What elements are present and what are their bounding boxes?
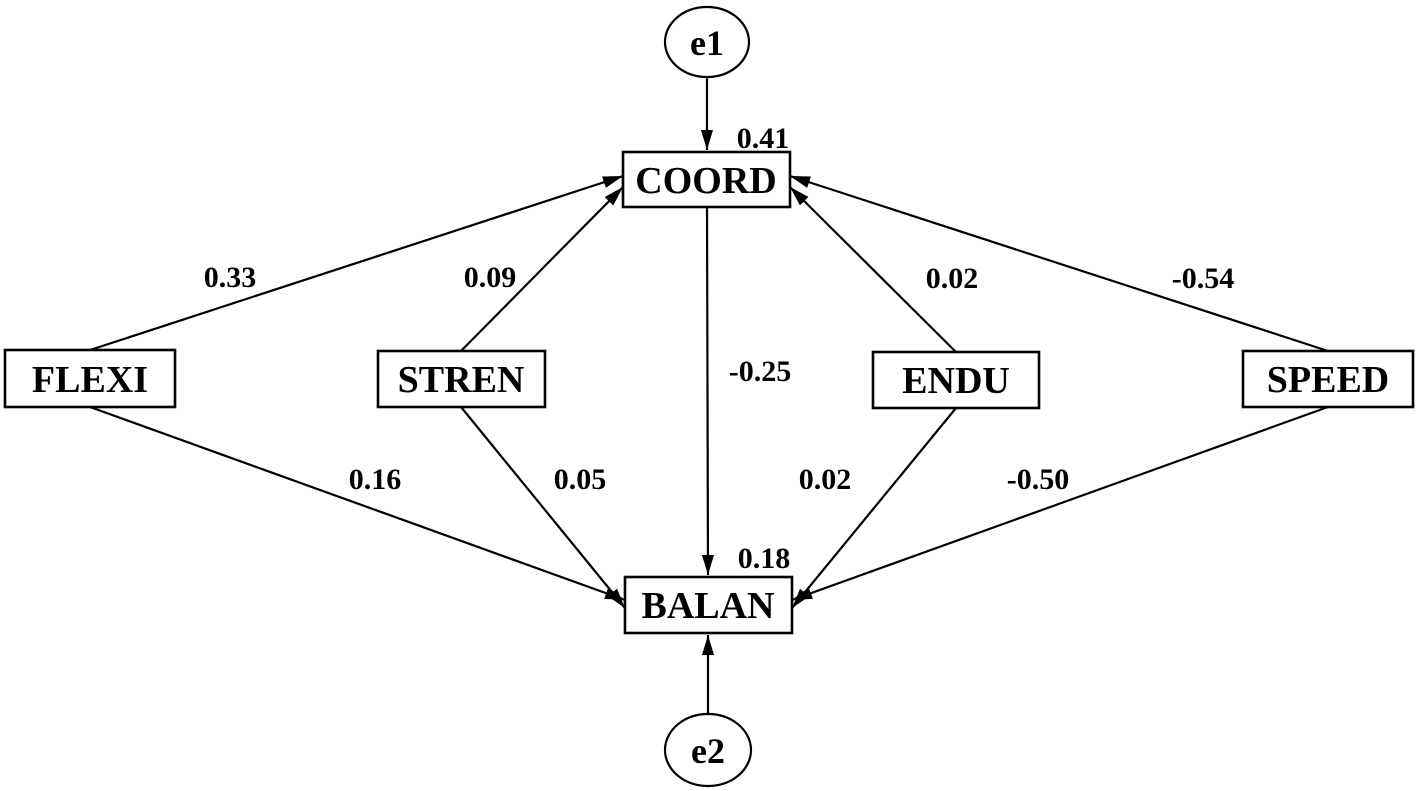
node-box-balan [623, 575, 794, 635]
node-box-flexi [3, 348, 177, 409]
node-label-speed: SPEED [1267, 359, 1389, 401]
arrow-speed-to-balan [791, 405, 1329, 602]
node-label-balan: BALAN [641, 585, 774, 627]
arrow-flexi-to-balan [89, 405, 626, 602]
coef-label-speed-coord: -0.54 [1172, 262, 1235, 295]
node-label-e2: e2 [691, 731, 725, 771]
coef-label-endu-coord: 0.02 [926, 262, 979, 295]
node-box-speed [1241, 349, 1415, 409]
arrow-endu-to-balan [791, 407, 957, 609]
arrow-coord-to-balan [701, 206, 714, 576]
variance-label-coord: 0.41 [737, 122, 790, 155]
coef-label-endu-balan: 0.02 [799, 463, 852, 496]
arrow-speed-to-coord [789, 174, 1329, 353]
arrow-stren-to-coord [460, 186, 624, 352]
coef-label-stren-balan: 0.05 [554, 463, 607, 496]
node-label-stren: STREN [398, 359, 525, 401]
error-node-e2 [663, 712, 753, 788]
node-label-endu: ENDU [902, 360, 1010, 402]
error-node-e1 [663, 5, 751, 79]
coef-label-flexi-coord: 0.33 [204, 261, 257, 294]
arrow-endu-to-coord [789, 186, 957, 353]
coef-label-stren-coord: 0.09 [464, 261, 517, 294]
node-box-stren [376, 349, 547, 409]
node-box-coord [621, 150, 792, 209]
coef-label-coord-balan: -0.25 [729, 355, 792, 388]
node-label-e1: e1 [690, 23, 724, 63]
node-box-endu [871, 350, 1041, 410]
coef-label-flexi-balan: 0.16 [349, 463, 402, 496]
arrow-stren-to-balan [460, 406, 626, 609]
arrow-flexi-to-coord [89, 174, 624, 352]
variance-label-balan: 0.18 [738, 542, 791, 575]
node-label-coord: COORD [635, 160, 776, 202]
coef-label-speed-balan: -0.50 [1007, 463, 1070, 496]
node-label-flexi: FLEXI [32, 359, 148, 401]
